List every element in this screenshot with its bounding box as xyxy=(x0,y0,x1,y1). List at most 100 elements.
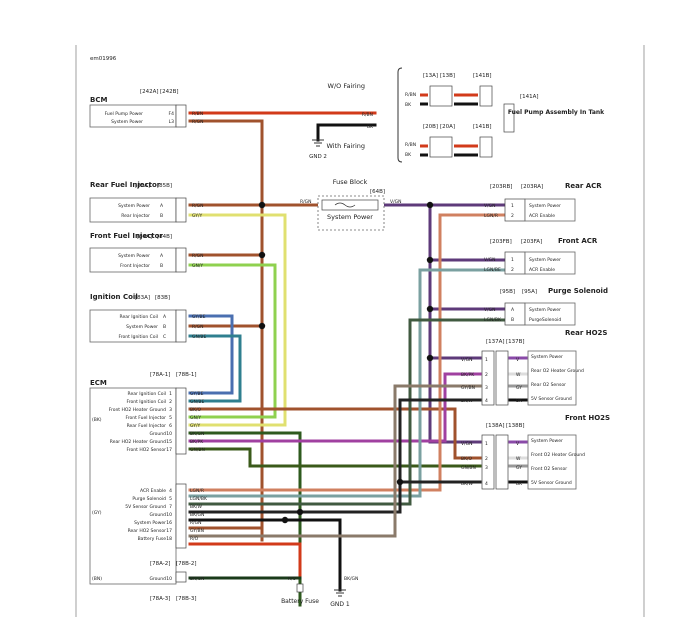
wire-label: LGN/R xyxy=(190,488,204,494)
wire-sensor-ground xyxy=(188,398,482,514)
wire-label: GY xyxy=(516,465,522,471)
pin-num: 2 xyxy=(511,267,514,273)
ecm-pin-label: Rear Fuel Injector xyxy=(127,423,167,429)
bcm-pin-num: L3 xyxy=(169,119,175,125)
pin-label: System Power xyxy=(531,354,563,360)
rear-acr-title: Rear ACR xyxy=(565,182,602,190)
ecm-pin-num: 6 xyxy=(169,423,172,429)
front-inj-title: Front Fuel Injector xyxy=(90,232,163,240)
wire-label: GY/BN xyxy=(461,385,475,391)
wire-label: W xyxy=(516,456,521,462)
wire-label: BK/GN xyxy=(190,576,204,582)
wire-violet-branches xyxy=(428,258,507,360)
wire-label: R/BN xyxy=(192,111,203,117)
wire-label: LGN/BK xyxy=(190,496,208,502)
pin-num: A xyxy=(511,307,515,313)
battery-fuse-label: Battery Fuse xyxy=(281,598,319,605)
ecm-pin-label: Battery Fuse xyxy=(138,536,167,542)
fuel-pump-connector xyxy=(503,103,515,133)
wire-label: LGN/BK xyxy=(484,317,502,323)
ground-icon xyxy=(334,589,346,597)
wire-label: GY/Y xyxy=(190,423,201,429)
pin-label: Rear Injector xyxy=(121,213,150,219)
pin-num: 3 xyxy=(485,465,488,471)
fuse-block-label: System Power xyxy=(327,213,373,221)
wire-label: V/GN xyxy=(484,307,495,313)
wire-label: BK xyxy=(367,124,374,130)
wire-label: GY/BE xyxy=(190,391,204,397)
with-fairing-title: With Fairing xyxy=(327,142,365,150)
pin-num: 2 xyxy=(511,213,514,219)
ecm-pin-label: Front HO2 Heater Ground xyxy=(109,407,166,413)
wire-label: BK/O xyxy=(190,407,202,413)
ecm-pin-num: 5 xyxy=(169,415,172,421)
rear-inj-box xyxy=(89,197,177,223)
pin-num: A xyxy=(160,203,164,209)
conn-label: [78A-3] xyxy=(150,596,170,602)
conn-label: [83A] xyxy=(135,295,150,301)
pin-label: Front O2 Heater Ground xyxy=(531,452,585,458)
pin-num: 1 xyxy=(511,257,514,263)
wire-front-heater-gnd xyxy=(188,407,482,460)
wire-rear-coil xyxy=(188,314,234,395)
ecm-pin-num: 2 xyxy=(169,399,172,405)
diagram-code: em01996 xyxy=(90,56,117,62)
ecm-pin-num: 17 xyxy=(166,528,172,534)
wire-label: R/O xyxy=(190,536,199,542)
wire-label: R/BN xyxy=(405,142,416,148)
wire-label: BK/GN xyxy=(190,431,204,437)
pin-num: 1 xyxy=(485,357,488,363)
conn-label: [137A] xyxy=(486,339,505,345)
fuel-pump-title: Fuel Pump Assembly In Tank xyxy=(508,109,605,116)
pin-label: System Power xyxy=(118,203,150,209)
wire-label: GY xyxy=(516,385,522,391)
pin-label: Rear O2 Sensor xyxy=(531,382,566,388)
ecm-pin-label: ACR Enable xyxy=(140,488,166,494)
wire-front-injector xyxy=(188,263,277,419)
ecm-pin-label: System Power xyxy=(134,520,166,526)
wire-rear-acr-enable xyxy=(188,213,507,492)
pin-num: B xyxy=(511,317,514,323)
wire-label: GN/BE xyxy=(192,334,206,340)
purge-box xyxy=(524,302,576,326)
ecm-pin-label: Rear Ignition Coil xyxy=(128,391,166,397)
conn-label: [203RA] xyxy=(521,184,543,190)
wire-label: GN/Y xyxy=(192,263,203,269)
front-acr-box xyxy=(524,251,576,275)
front-o2-title: Front HO2S xyxy=(565,414,610,422)
ecm-pin-label: Ground xyxy=(149,576,166,582)
ecm-pin-label: Rear HO2 Sensor xyxy=(128,528,167,534)
conn-label: [78A-2] xyxy=(150,561,170,567)
wire-rear-o2-sensor xyxy=(188,384,482,538)
pin-num: 2 xyxy=(485,372,488,378)
wire-front-o2-sensor xyxy=(188,447,482,468)
wire-battery-fuse xyxy=(188,542,302,577)
wire-label: LGN/R xyxy=(484,213,498,219)
wire-label: BK xyxy=(516,398,523,404)
wire-label: BK/O xyxy=(461,456,473,462)
pin-label: 5V Sensor Ground xyxy=(531,480,572,486)
wire-label: R/O xyxy=(288,576,297,582)
conn-label: [78A-1] xyxy=(150,372,170,378)
wire-label: V xyxy=(516,357,520,363)
conn-label: [64B] xyxy=(370,189,385,195)
wire-label: GY/BN xyxy=(190,528,204,534)
wire-front-coil xyxy=(188,334,242,403)
pin-num: 2 xyxy=(485,456,488,462)
rear-o2-box xyxy=(527,350,577,406)
pin-label: Front Ignition Coil xyxy=(118,334,158,340)
wire-label: BK xyxy=(516,481,523,487)
ecm-box xyxy=(89,387,177,585)
wire-label: W xyxy=(516,372,521,378)
wire-label: R/GN xyxy=(192,203,204,209)
ecm-pin-num: 3 xyxy=(169,407,172,413)
bcm-pin-label: System Power xyxy=(111,119,143,125)
conn-label: [85B] xyxy=(157,183,172,189)
pin-label: Rear Ignition Coil xyxy=(120,314,158,320)
wire-label: R/GN xyxy=(190,520,202,526)
ecm-pin-num: 18 xyxy=(166,536,172,542)
wire-label: GN/BE xyxy=(190,399,204,405)
ecm-pin-label: 5V Sensor Ground xyxy=(125,504,166,510)
conn-label: [13A] xyxy=(423,73,438,79)
